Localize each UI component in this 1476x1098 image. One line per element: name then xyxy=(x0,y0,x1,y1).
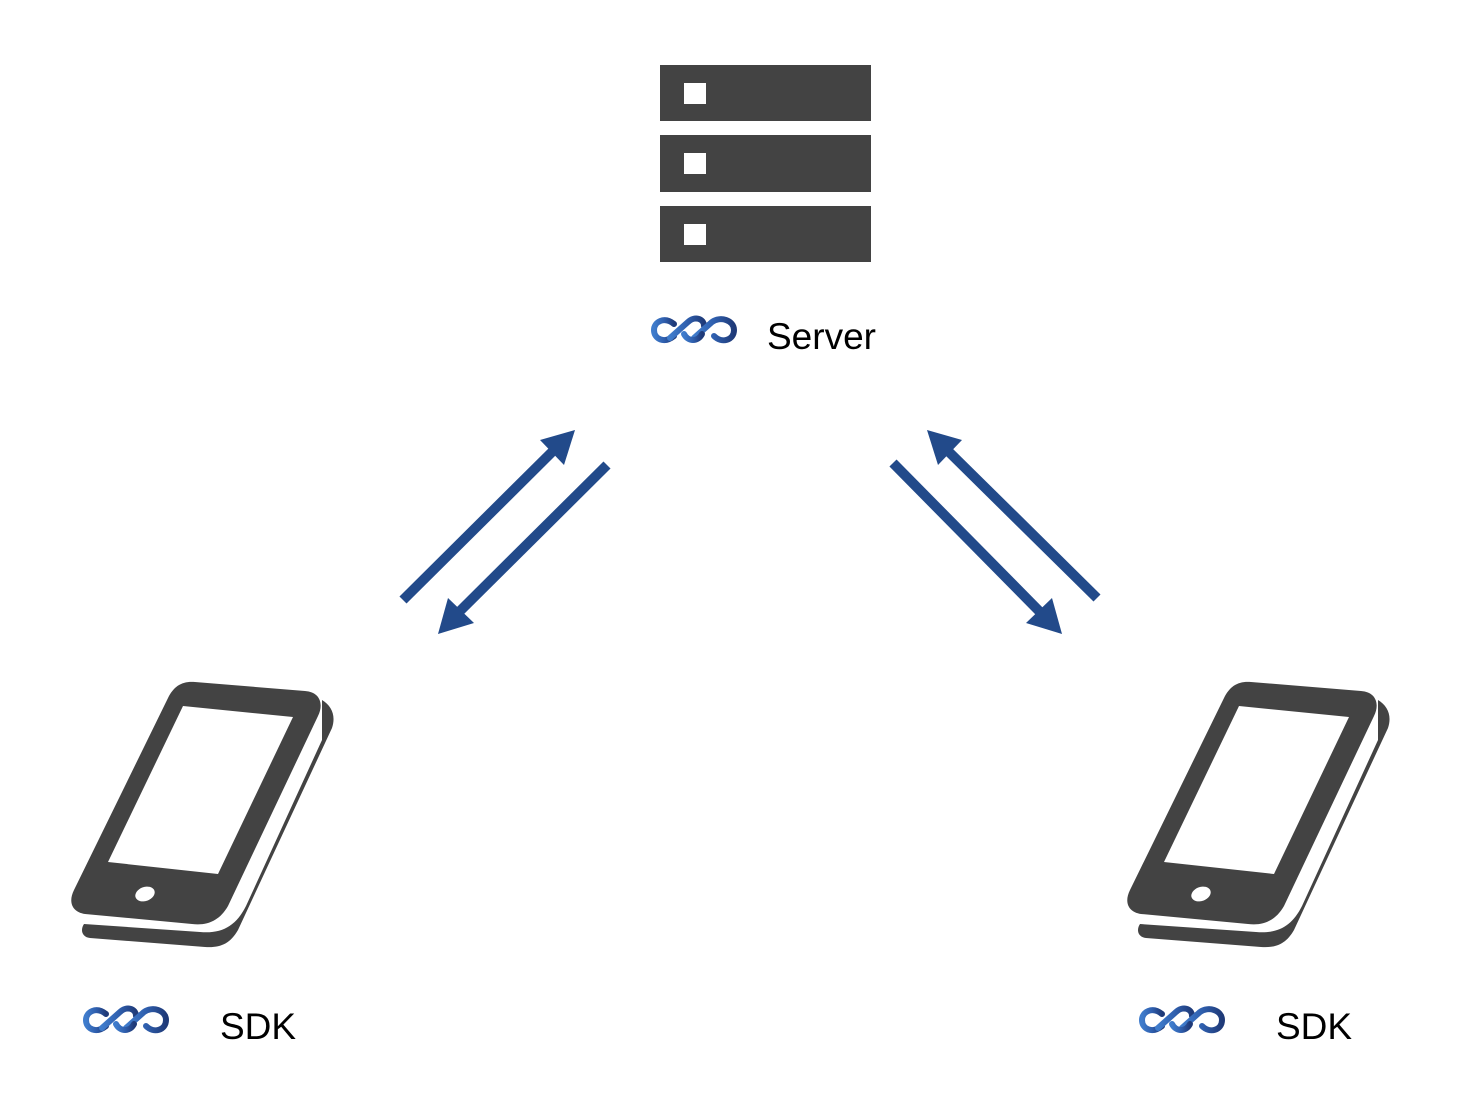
server-icon xyxy=(660,65,871,262)
skyway-logo-mark-left xyxy=(86,1009,166,1031)
smartphone-icon-right xyxy=(1127,681,1390,948)
skyway-logo-mark-server xyxy=(654,319,734,341)
arrow-left-to-server xyxy=(399,430,575,604)
arrow-right-to-server xyxy=(927,430,1101,602)
edge-left-server xyxy=(399,430,611,634)
server-rack-1-led xyxy=(684,83,706,104)
server-label: Server xyxy=(767,316,876,357)
skyway-logo-mark-right xyxy=(1142,1009,1222,1031)
server-rack-3-led xyxy=(684,224,706,245)
arrow-server-to-right xyxy=(889,459,1062,634)
smartphone-icon-left xyxy=(71,681,334,948)
edge-right-server xyxy=(889,430,1101,634)
arrow-server-to-left xyxy=(438,461,611,634)
sdk-label-left: SDK xyxy=(220,1006,297,1047)
sdk-label-right: SDK xyxy=(1276,1006,1353,1047)
server-rack-2-led xyxy=(684,153,706,174)
